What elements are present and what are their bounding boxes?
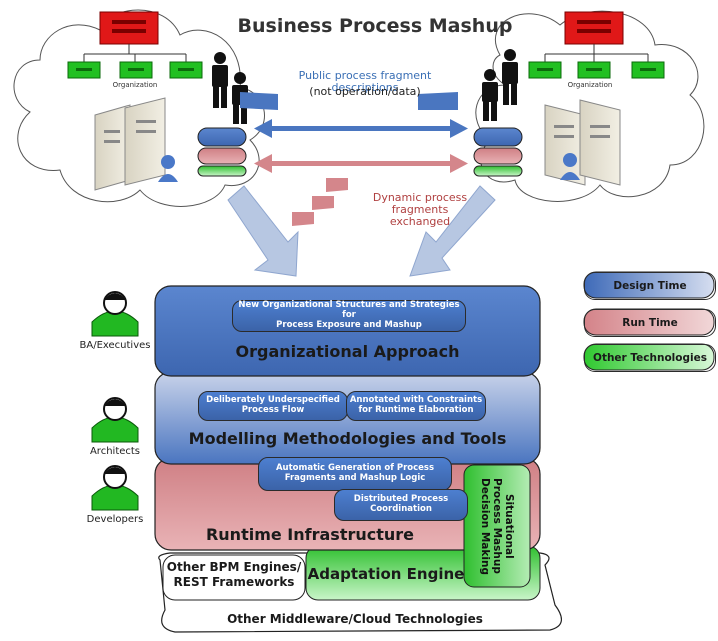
fragment-flags-icon bbox=[292, 178, 348, 226]
left-document-icon bbox=[240, 92, 278, 110]
dynamic-fragments-line1: Dynamic process bbox=[372, 191, 468, 204]
situational-line3: Decision Making bbox=[478, 477, 491, 575]
other-bpm-line2: REST Frameworks bbox=[173, 575, 295, 589]
public-fragments-note: (not operation/data) bbox=[309, 85, 421, 98]
right-down-arrow bbox=[409, 185, 496, 277]
left-org-chart-icon bbox=[67, 11, 203, 79]
architect-icon bbox=[91, 397, 139, 443]
diagram-title: Business Process Mashup bbox=[237, 15, 513, 37]
adaptation-engine-label: Adaptation Engine bbox=[307, 565, 465, 583]
dynamic-exchange-arrow bbox=[254, 154, 468, 173]
modelling-box2-line2: for Runtime Elaboration bbox=[358, 405, 474, 415]
right-document-icon bbox=[418, 92, 458, 110]
situational-text: Situational Process Mashup Decision Maki… bbox=[464, 465, 530, 587]
right-people-icon bbox=[482, 49, 518, 121]
runtime-box2-line2: Coordination bbox=[370, 504, 432, 514]
situational-line2: Process Mashup bbox=[491, 478, 504, 574]
runtime-box1-line1: Automatic Generation of Process bbox=[275, 463, 435, 474]
modelling-box1-line1: Deliberately Underspecified bbox=[206, 395, 340, 406]
developers-label: Developers bbox=[86, 514, 144, 525]
left-server-icon bbox=[94, 97, 178, 191]
organizational-layer-title: Organizational Approach bbox=[235, 342, 460, 361]
org-strategies-box: New Organizational Structures and Strate… bbox=[232, 300, 466, 332]
other-bpm-label: Other BPM Engines/ REST Frameworks bbox=[163, 560, 305, 590]
right-server-icon bbox=[544, 99, 621, 186]
left-layer-stack-icon bbox=[197, 127, 247, 177]
right-org-chart-icon bbox=[528, 11, 665, 79]
runtime-layer-title: Runtime Infrastructure bbox=[205, 525, 415, 544]
runtime-box1-line2: Fragments and Mashup Logic bbox=[284, 473, 426, 483]
other-bpm-line1: Other BPM Engines/ bbox=[166, 560, 302, 574]
modelling-box2-line1: Annotated with Constraints bbox=[349, 395, 483, 406]
dynamic-fragments-line2: fragments exchanged bbox=[389, 203, 451, 229]
ba-executive-icon bbox=[91, 291, 139, 337]
ba-executives-label: BA/Executives bbox=[79, 340, 151, 351]
public-exchange-arrow bbox=[254, 119, 468, 138]
situational-box bbox=[463, 464, 531, 588]
modelling-layer-title: Modelling Methodologies and Tools bbox=[188, 429, 507, 448]
right-organization-label: Organization bbox=[567, 81, 613, 89]
left-people-icon bbox=[212, 52, 248, 124]
org-box-line2: Process Exposure and Mashup bbox=[276, 319, 422, 330]
legend-other-technologies: Other Technologies bbox=[584, 344, 716, 372]
runtime-box2-line1: Distributed Process bbox=[353, 494, 449, 505]
left-down-arrow bbox=[227, 185, 299, 277]
dynamic-fragments-label: Dynamic process fragments exchanged bbox=[360, 191, 480, 229]
developer-icon bbox=[91, 465, 139, 511]
situational-line1: Situational bbox=[503, 493, 516, 559]
architects-label: Architects bbox=[89, 446, 141, 457]
legend-run-time: Run Time bbox=[584, 309, 716, 337]
left-organization-label: Organization bbox=[112, 81, 158, 89]
public-fragments-label: Public process fragment descriptions bbox=[298, 69, 432, 95]
middleware-label: Other Middleware/Cloud Technologies bbox=[227, 612, 483, 626]
other-bpm-box bbox=[162, 554, 306, 601]
right-layer-stack-icon bbox=[473, 127, 523, 177]
org-box-line1: New Organizational Structures and Strate… bbox=[238, 300, 460, 321]
modelling-box1-line2: Process Flow bbox=[241, 405, 305, 415]
legend-design-time: Design Time bbox=[584, 272, 716, 300]
